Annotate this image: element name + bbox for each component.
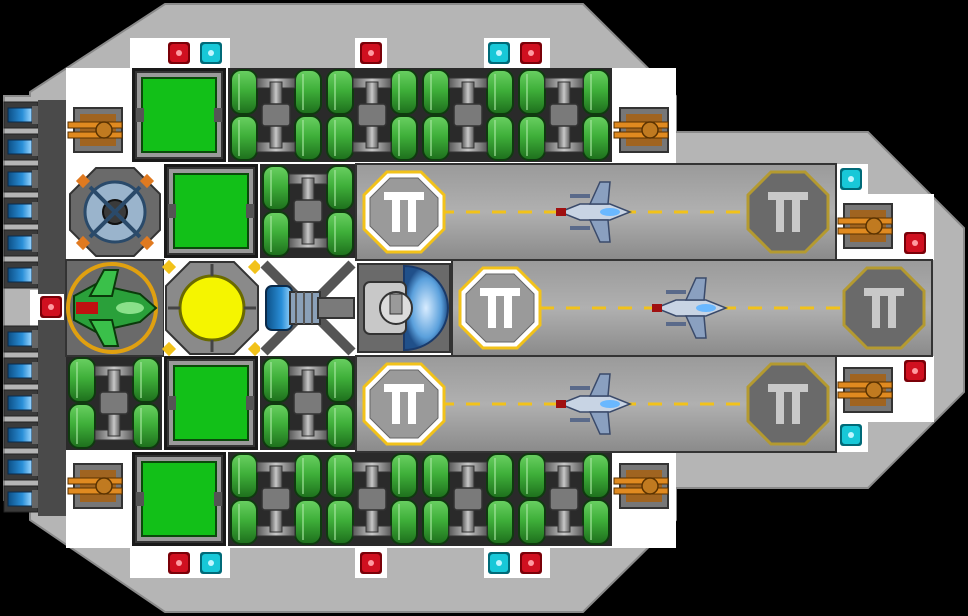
- status-light-icon[interactable]: [198, 550, 224, 576]
- fuel-tank-icon: [227, 67, 325, 163]
- turret-icon[interactable]: [835, 195, 901, 257]
- fuel-tank-icon: [419, 451, 517, 547]
- landing-pad-icon[interactable]: [746, 170, 830, 254]
- engine-icon: [3, 421, 39, 449]
- status-light-icon[interactable]: [358, 40, 384, 66]
- status-light-icon[interactable]: [518, 550, 544, 576]
- fuel-tank-icon: [419, 67, 517, 163]
- turret-icon[interactable]: [835, 359, 901, 421]
- landing-pad-icon[interactable]: [842, 266, 926, 350]
- turret-icon[interactable]: [65, 455, 131, 517]
- bridge-fighter-icon[interactable]: [65, 259, 165, 357]
- engine-icon: [3, 389, 39, 417]
- turret-icon[interactable]: [611, 99, 677, 161]
- engine-icon: [3, 485, 39, 513]
- status-light-icon[interactable]: [198, 40, 224, 66]
- engine-icon: [3, 197, 39, 225]
- status-light-icon[interactable]: [838, 166, 864, 192]
- hangar-middle[interactable]: [451, 259, 933, 357]
- engine-icon: [3, 325, 39, 353]
- fuel-tank-icon: [515, 67, 613, 163]
- fuel-tank-icon: [65, 355, 163, 451]
- radar-dome-icon[interactable]: [356, 260, 452, 356]
- engine-icon: [3, 101, 39, 129]
- turret-icon[interactable]: [611, 455, 677, 517]
- engine-icon: [3, 133, 39, 161]
- status-light-icon[interactable]: [486, 550, 512, 576]
- status-light-icon[interactable]: [166, 550, 192, 576]
- status-light-icon[interactable]: [38, 294, 64, 320]
- engine-icon: [3, 261, 39, 289]
- crew-room[interactable]: [131, 67, 227, 163]
- crew-room[interactable]: [131, 451, 227, 547]
- engine-icon: [3, 165, 39, 193]
- status-light-icon[interactable]: [838, 422, 864, 448]
- status-light-icon[interactable]: [358, 550, 384, 576]
- hangar-top[interactable]: [355, 163, 837, 261]
- fuel-tank-icon: [515, 451, 613, 547]
- drone-bay-icon[interactable]: [66, 164, 164, 260]
- landing-pad-icon[interactable]: [362, 170, 446, 254]
- fuel-tank-icon: [259, 355, 357, 451]
- status-light-icon[interactable]: [166, 40, 192, 66]
- fuel-tank-icon: [323, 67, 421, 163]
- engine-icon: [3, 357, 39, 385]
- reactor-icon[interactable]: [161, 259, 263, 357]
- crew-room[interactable]: [163, 163, 259, 259]
- status-light-icon[interactable]: [486, 40, 512, 66]
- cannon-icon[interactable]: [260, 260, 356, 356]
- fuel-tank-icon: [259, 163, 357, 259]
- turret-icon[interactable]: [65, 99, 131, 161]
- fuel-tank-icon: [227, 451, 325, 547]
- hangar-bottom[interactable]: [355, 355, 837, 453]
- landing-pad-icon[interactable]: [458, 266, 542, 350]
- engine-icon: [3, 453, 39, 481]
- status-light-icon[interactable]: [902, 230, 928, 256]
- landing-pad-icon[interactable]: [362, 362, 446, 446]
- landing-pad-icon[interactable]: [746, 362, 830, 446]
- status-light-icon[interactable]: [902, 358, 928, 384]
- fuel-tank-icon: [323, 451, 421, 547]
- engine-icon: [3, 229, 39, 257]
- crew-room[interactable]: [163, 355, 259, 451]
- status-light-icon[interactable]: [518, 40, 544, 66]
